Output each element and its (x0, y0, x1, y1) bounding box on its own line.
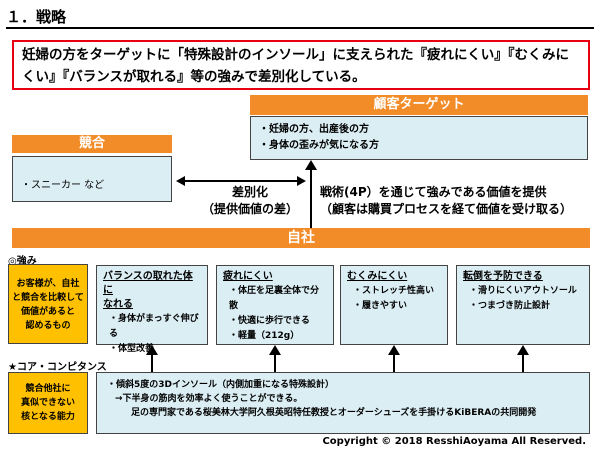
self-header: 自社 (12, 228, 590, 248)
tactics-label: 戦術(4P）を通じて強みである価値を提供 （顧客は購買プロセスを経て価値を受け取… (320, 185, 573, 216)
core-competence-box: ・傾斜5度の3Dインソール（内側加重になる特殊設計） →下半身の筋肉を効率よく使… (96, 372, 590, 434)
strengths-definition: お客様が、自社 と競合を比較して 価値があると 認めるもの (8, 264, 88, 344)
double-arrow-icon (176, 176, 306, 186)
page-title: １．戦略 (6, 8, 67, 26)
target-box: ・妊婦の方、出産後の方 ・身体の歪みが気になる方 (250, 116, 588, 160)
copyright: Copyright © 2018 ResshiAoyama All Reserv… (322, 436, 586, 447)
up-arrow-icon (388, 345, 400, 372)
core-line: →下半身の筋肉を効率よく使うことができる。 (115, 394, 303, 404)
differentiation-label: 差別化 （提供価値の差） (201, 185, 298, 216)
strength-fatigue: 疲れにくい ・体圧を足裏全体で分散 ・快適に歩行できる ・軽量（212g） (216, 265, 334, 345)
competition-text: ・スニーカー など (21, 180, 105, 191)
core-line: 足の専門家である桜美林大学阿久根英昭特任教授とオーダーシューズを手掛けるKiBE… (131, 408, 537, 418)
strength-balance: バランスの取れた体に なれる ・身体がまっすぐ伸びる ・体型改善 (96, 265, 208, 354)
strength-fall-prevention: 転倒を予防できる ・滑りにくいアウトソール ・つまづき防止設計 (456, 265, 590, 345)
competition-box: ・スニーカー など (12, 156, 172, 202)
up-arrow-icon (146, 345, 158, 372)
up-arrow-icon (305, 160, 317, 228)
up-arrow-icon (517, 345, 529, 372)
strengths-label: ◎強み (8, 256, 37, 267)
core-line: ・傾斜5度の3Dインソール（内側加重になる特殊設計） (107, 380, 334, 390)
competition-header: 競合 (12, 135, 172, 153)
target-item: ・身体の歪みが気になる方 (259, 140, 379, 151)
target-header: 顧客ターゲット (250, 95, 588, 115)
up-arrow-icon (269, 345, 281, 372)
strength-swelling: むくみにくい ・ストレッチ性高い ・履きやすい (340, 265, 448, 345)
strategy-statement: 妊婦の方をターゲットに「特殊設計のインソール」に支えられた『疲れにくい』『むくみ… (12, 40, 590, 90)
target-item: ・妊婦の方、出産後の方 (259, 124, 369, 135)
core-definition: 競合他社に 真似できない 核となる能力 (8, 372, 88, 434)
title-underline (6, 27, 594, 29)
core-competence-label: ★コア・コンピタンス (8, 362, 107, 373)
